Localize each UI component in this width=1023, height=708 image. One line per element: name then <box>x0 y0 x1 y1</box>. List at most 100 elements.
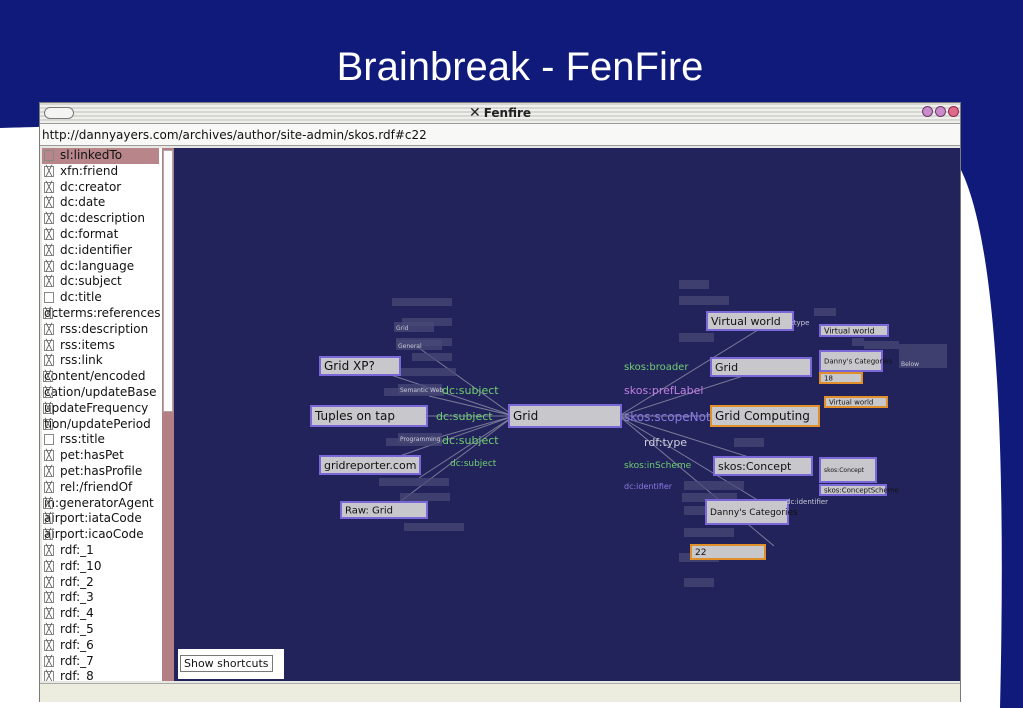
property-item[interactable]: ╳rdf:_2 <box>42 575 162 591</box>
graph-node[interactable]: skos:Concept <box>819 457 877 483</box>
graph-node[interactable]: Danny's Categories <box>819 350 893 372</box>
property-item[interactable]: ╳dc:language <box>42 259 162 275</box>
property-item[interactable]: ╳cation/updateBase <box>42 385 162 401</box>
url-field[interactable]: http://dannyayers.com/archives/author/si… <box>40 124 960 146</box>
property-checkbox[interactable]: ╳ <box>43 386 53 398</box>
property-checkbox[interactable]: ╳ <box>44 339 54 351</box>
property-checkbox[interactable]: ╳ <box>44 355 54 367</box>
property-checkbox[interactable]: ╳ <box>44 228 54 240</box>
graph-node[interactable]: Grid Computing <box>710 405 820 427</box>
property-item[interactable]: ╳rdf:_10 <box>42 559 162 575</box>
show-shortcuts-button[interactable]: Show shortcuts <box>180 655 273 672</box>
property-item[interactable]: ╳dc:description <box>42 211 162 227</box>
graph-node[interactable]: Danny's Categories <box>705 499 798 525</box>
property-checkbox[interactable]: ╳ <box>44 197 54 209</box>
property-item[interactable]: dc:title <box>42 290 162 306</box>
property-item[interactable]: ╳rdf:_1 <box>42 543 162 559</box>
graph-node[interactable]: skos:Concept <box>713 456 813 476</box>
window-titlebar[interactable]: ✕Fenfire <box>40 103 960 124</box>
property-item[interactable]: ╳updateFrequency <box>42 401 162 417</box>
property-checkbox[interactable]: ╳ <box>44 639 54 651</box>
scrollbar-thumb[interactable] <box>163 150 173 412</box>
property-checkbox[interactable]: ╳ <box>44 276 54 288</box>
property-item[interactable]: ╳dcterms:references <box>42 306 162 322</box>
property-checkbox[interactable]: ╳ <box>44 481 54 493</box>
status-bar <box>40 683 960 702</box>
property-item[interactable]: rss:title <box>42 432 162 448</box>
property-item[interactable]: ╳dc:creator <box>42 180 162 196</box>
property-item[interactable]: ╳rdf:_6 <box>42 638 162 654</box>
property-item[interactable]: ╳rel:/friendOf <box>42 480 162 496</box>
property-item[interactable]: ╳in:generatorAgent <box>42 496 162 512</box>
property-checkbox[interactable] <box>44 434 54 446</box>
graph-node[interactable]: Virtual world <box>819 324 889 337</box>
property-checkbox[interactable]: ╳ <box>43 529 53 541</box>
graph-node[interactable]: Tuples on tap <box>310 405 428 427</box>
property-item[interactable]: ╳content/encoded <box>42 369 162 385</box>
property-checkbox[interactable]: ╳ <box>43 402 53 414</box>
property-item[interactable]: ╳pet:hasPet <box>42 448 162 464</box>
property-item[interactable]: ╳dc:date <box>42 195 162 211</box>
maximize-button[interactable] <box>935 106 946 117</box>
property-checkbox[interactable]: ╳ <box>44 450 54 462</box>
property-checkbox[interactable]: ╳ <box>44 655 54 667</box>
graph-node[interactable]: skos:ConceptScheme <box>819 484 899 496</box>
property-checkbox[interactable]: ╳ <box>43 418 53 430</box>
property-checkbox[interactable]: ╳ <box>44 576 54 588</box>
graph-node[interactable]: gridreporter.com <box>319 455 421 475</box>
graph-node[interactable]: 18 <box>819 372 863 384</box>
property-checkbox[interactable]: ╳ <box>44 244 54 256</box>
window-menu-icon[interactable] <box>44 107 74 119</box>
faint-node-label: Grid <box>396 325 409 332</box>
graph-node[interactable]: 22 <box>690 544 766 560</box>
graph-node[interactable]: Virtual world <box>706 311 794 331</box>
property-checkbox[interactable]: ╳ <box>43 371 53 383</box>
property-item[interactable]: ╳rss:description <box>42 322 162 338</box>
property-checkbox[interactable]: ╳ <box>44 560 54 572</box>
property-item[interactable]: ╳rss:items <box>42 338 162 354</box>
faint-node <box>400 493 450 501</box>
property-item[interactable]: ╳rdf:_5 <box>42 622 162 638</box>
property-checkbox[interactable]: ╳ <box>44 323 54 335</box>
property-item[interactable]: ╳dc:identifier <box>42 243 162 259</box>
property-item[interactable]: ╳airport:icaoCode <box>42 527 162 543</box>
minimize-button[interactable] <box>922 106 933 117</box>
property-item[interactable]: ╳rdf:_7 <box>42 654 162 670</box>
graph-node[interactable]: Grid <box>710 357 812 377</box>
property-checkbox[interactable]: ╳ <box>44 671 54 681</box>
property-checkbox[interactable]: ╳ <box>43 497 53 509</box>
property-item[interactable]: ╳rss:link <box>42 353 162 369</box>
property-checkbox[interactable]: ╳ <box>44 465 54 477</box>
property-checkbox[interactable]: ╳ <box>43 307 53 319</box>
property-checkbox[interactable]: ╳ <box>44 165 54 177</box>
property-checkbox[interactable] <box>44 150 54 161</box>
close-button[interactable] <box>948 106 959 117</box>
node-label: 22 <box>695 548 706 558</box>
property-item[interactable]: ╳dc:subject <box>42 274 162 290</box>
property-item[interactable]: ╳pet:hasProfile <box>42 464 162 480</box>
center-node[interactable]: Grid <box>508 404 622 428</box>
property-checkbox[interactable]: ╳ <box>44 213 54 225</box>
graph-node[interactable]: Virtual world <box>824 396 888 408</box>
property-item[interactable]: ╳xfn:friend <box>42 164 162 180</box>
property-item[interactable]: sl:linkedTo <box>42 148 159 164</box>
graph-node[interactable]: Grid XP? <box>319 356 401 376</box>
property-item[interactable]: ╳airport:iataCode <box>42 511 162 527</box>
property-item[interactable]: ╳tion/updatePeriod <box>42 417 162 433</box>
property-item[interactable]: ╳rdf:_8 <box>42 669 162 681</box>
property-checkbox[interactable]: ╳ <box>44 608 54 620</box>
property-item[interactable]: ╳dc:format <box>42 227 162 243</box>
property-checkbox[interactable]: ╳ <box>44 544 54 556</box>
graph-node[interactable]: Raw: Grid <box>340 501 428 519</box>
property-list-scrollbar[interactable] <box>162 148 174 681</box>
property-checkbox[interactable]: ╳ <box>44 592 54 604</box>
property-checkbox[interactable]: ╳ <box>43 513 53 525</box>
property-checkbox[interactable]: ╳ <box>44 260 54 272</box>
property-checkbox[interactable]: ╳ <box>44 181 54 193</box>
property-checkbox[interactable]: ╳ <box>44 623 54 635</box>
property-checkbox[interactable] <box>44 292 54 304</box>
node-label: Virtual world <box>829 398 873 406</box>
property-item[interactable]: ╳rdf:_4 <box>42 606 162 622</box>
property-item[interactable]: ╳rdf:_3 <box>42 590 162 606</box>
